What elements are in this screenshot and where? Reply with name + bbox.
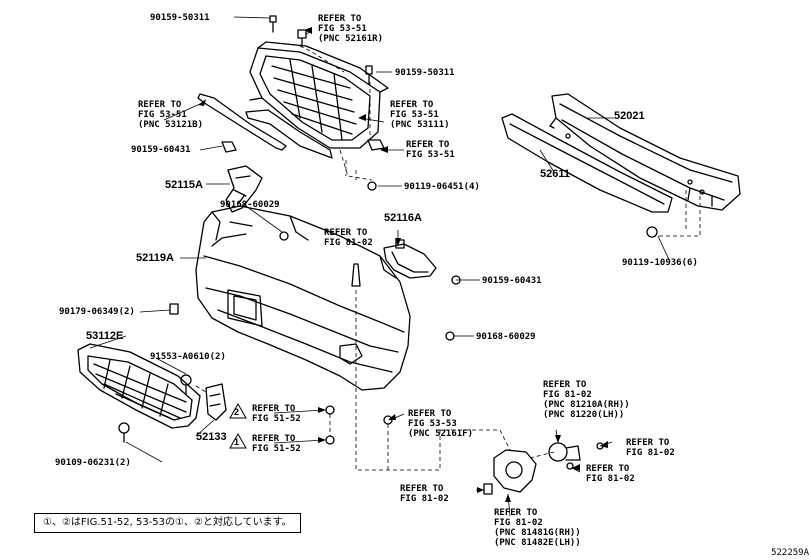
- bracket-52115a: [221, 141, 263, 213]
- label-91553-a0610: 91553-A0610(2): [150, 352, 226, 362]
- label-90159-50311-top: 90159-50311: [150, 13, 210, 23]
- fog-lamp-bracket: [483, 449, 537, 495]
- absorber-52611: [501, 113, 673, 213]
- alignment-lines: [195, 45, 701, 471]
- bracket-52116a: [383, 239, 437, 279]
- label-90109-06231: 90109-06231(2): [55, 458, 131, 468]
- bumper-cover-52119a: [195, 205, 411, 391]
- label-52021: 52021: [614, 110, 645, 122]
- label-90119-06451: 90119-06451(4): [404, 182, 480, 192]
- label-90159-60431-left: 90159-60431: [131, 145, 191, 155]
- warning-triangles: [229, 402, 247, 449]
- label-90159-50311-right: 90159-50311: [395, 68, 455, 78]
- label-53112e: 53112E: [86, 330, 124, 342]
- diagram-code: 522259A: [771, 548, 809, 558]
- lower-grille-53112e: [77, 343, 201, 429]
- label-90119-10936: 90119-10936(6): [622, 258, 698, 268]
- arrowheads: [198, 27, 608, 502]
- label-52611: 52611: [540, 168, 570, 180]
- label-90179-06349: 90179-06349(2): [59, 307, 135, 317]
- label-52119a: 52119A: [136, 252, 174, 264]
- reinforcement-52021: [549, 93, 741, 211]
- footnote: ①、②はFIG.51-52, 53-53の①、②と対応しています。: [34, 513, 301, 533]
- bracket-52133: [118, 374, 227, 443]
- label-52116a: 52116A: [384, 212, 422, 224]
- radiator-grille: [245, 41, 389, 159]
- grille-clips: [269, 15, 373, 85]
- label-90168-60029-top: 90168-60029: [220, 200, 280, 210]
- label-52133: 52133: [196, 431, 227, 443]
- label-90168-60029-right: 90168-60029: [476, 332, 536, 342]
- grille-molding: [197, 93, 287, 151]
- triangle-marker-2: 2: [234, 407, 240, 417]
- label-52115a: 52115A: [165, 179, 203, 191]
- label-90159-60431-right: 90159-60431: [482, 276, 542, 286]
- triangle-marker-1: 1: [234, 437, 240, 447]
